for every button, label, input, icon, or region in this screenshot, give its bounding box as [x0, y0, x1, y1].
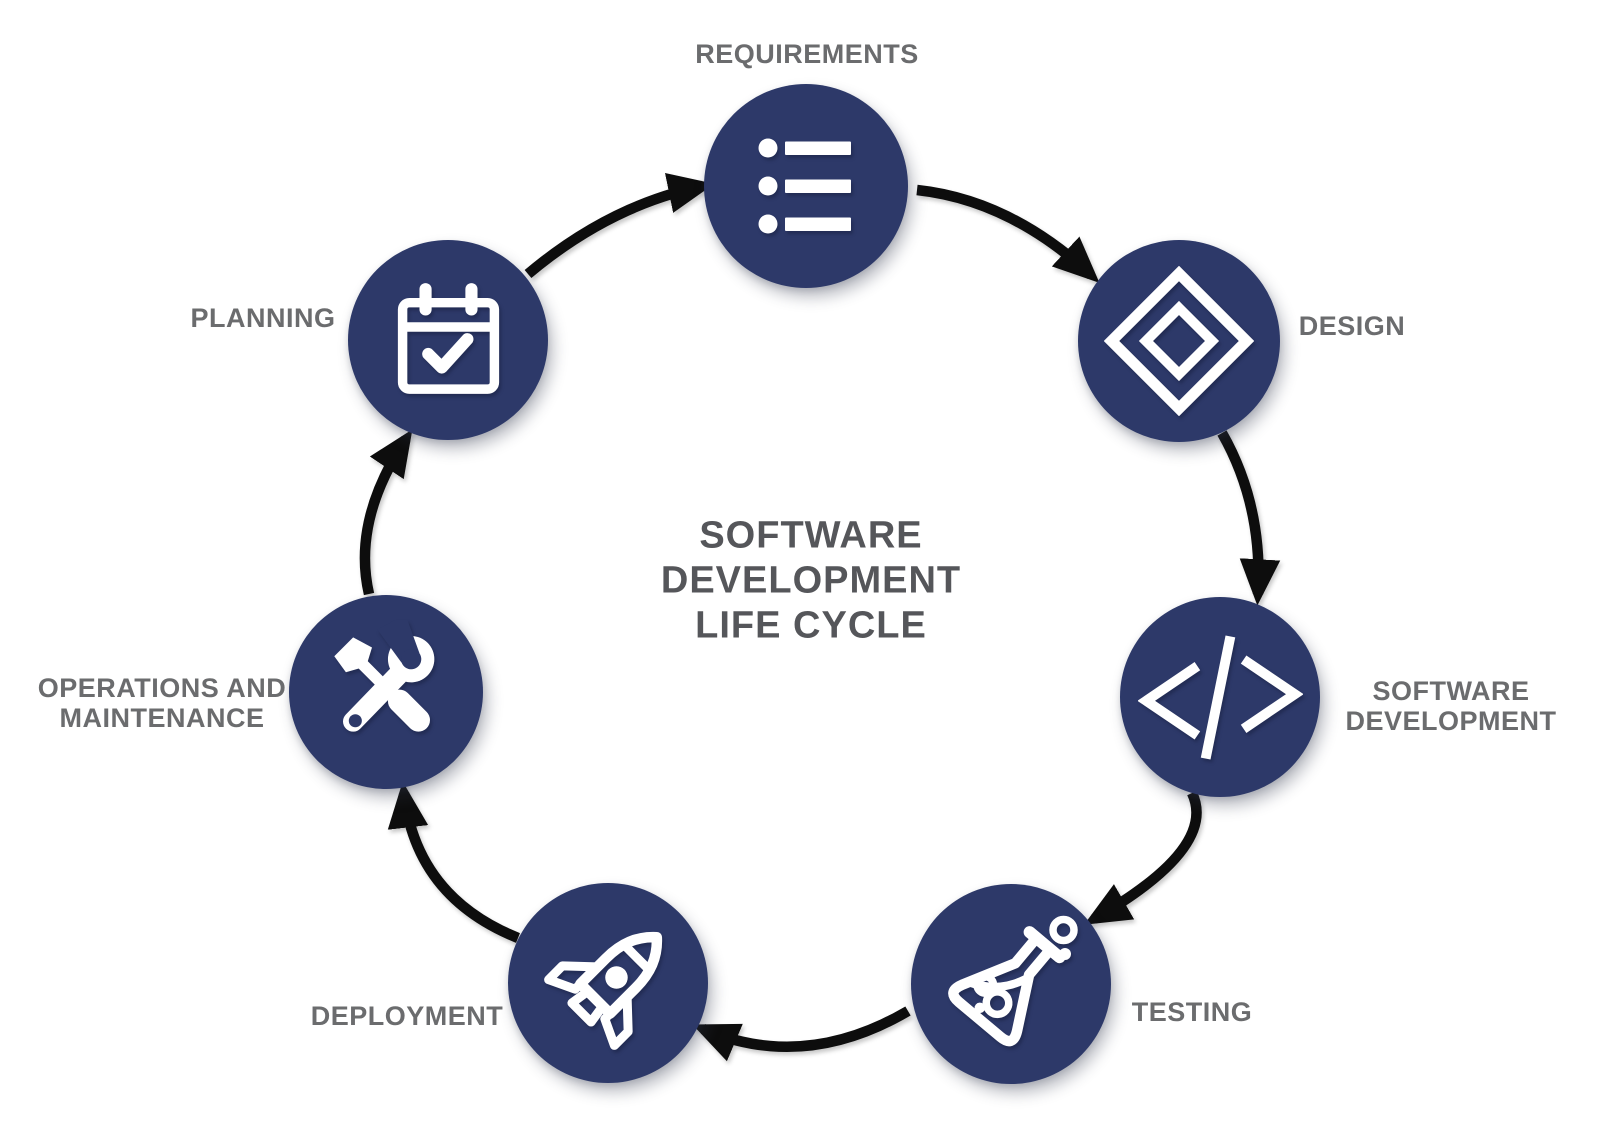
- node-software-development: [1120, 597, 1320, 797]
- arrow-design-to-software-development: [1217, 430, 1281, 606]
- arrow-software-development-to-testing: [1083, 790, 1202, 925]
- arrow-deployment-to-operations: [387, 781, 520, 943]
- arrow-testing-to-deployment: [692, 1006, 911, 1062]
- arrow-requirements-to-design: [916, 184, 1100, 283]
- diagram-title: SOFTWARE DEVELOPMENT LIFE CYCLE: [660, 514, 962, 647]
- flask-icon: [948, 915, 1078, 1047]
- node-operations-and-maintenance: [289, 595, 483, 789]
- label-operations-and-maintenance: OPERATIONS AND MAINTENANCE: [37, 673, 287, 733]
- node-design: [1078, 240, 1280, 442]
- code-icon: [1137, 634, 1303, 760]
- label-software-development: SOFTWARE DEVELOPMENT: [1345, 676, 1557, 736]
- arrow-operations-to-planning: [359, 429, 413, 596]
- label-deployment: DEPLOYMENT: [310, 1001, 504, 1031]
- node-planning: [348, 240, 548, 440]
- label-design: DESIGN: [1298, 311, 1406, 341]
- list-icon: [758, 138, 851, 234]
- arrow-planning-to-requirements: [524, 173, 715, 279]
- rocket-icon: [544, 931, 663, 1050]
- label-requirements: REQUIREMENTS: [695, 39, 919, 69]
- node-deployment: [508, 883, 708, 1083]
- calendar-icon: [397, 282, 499, 394]
- node-testing: [911, 884, 1111, 1084]
- node-requirements: [704, 84, 908, 288]
- label-planning: PLANNING: [190, 303, 336, 333]
- tools-icon: [333, 619, 434, 732]
- diamond-icon: [1104, 266, 1254, 416]
- label-testing: TESTING: [1131, 997, 1253, 1027]
